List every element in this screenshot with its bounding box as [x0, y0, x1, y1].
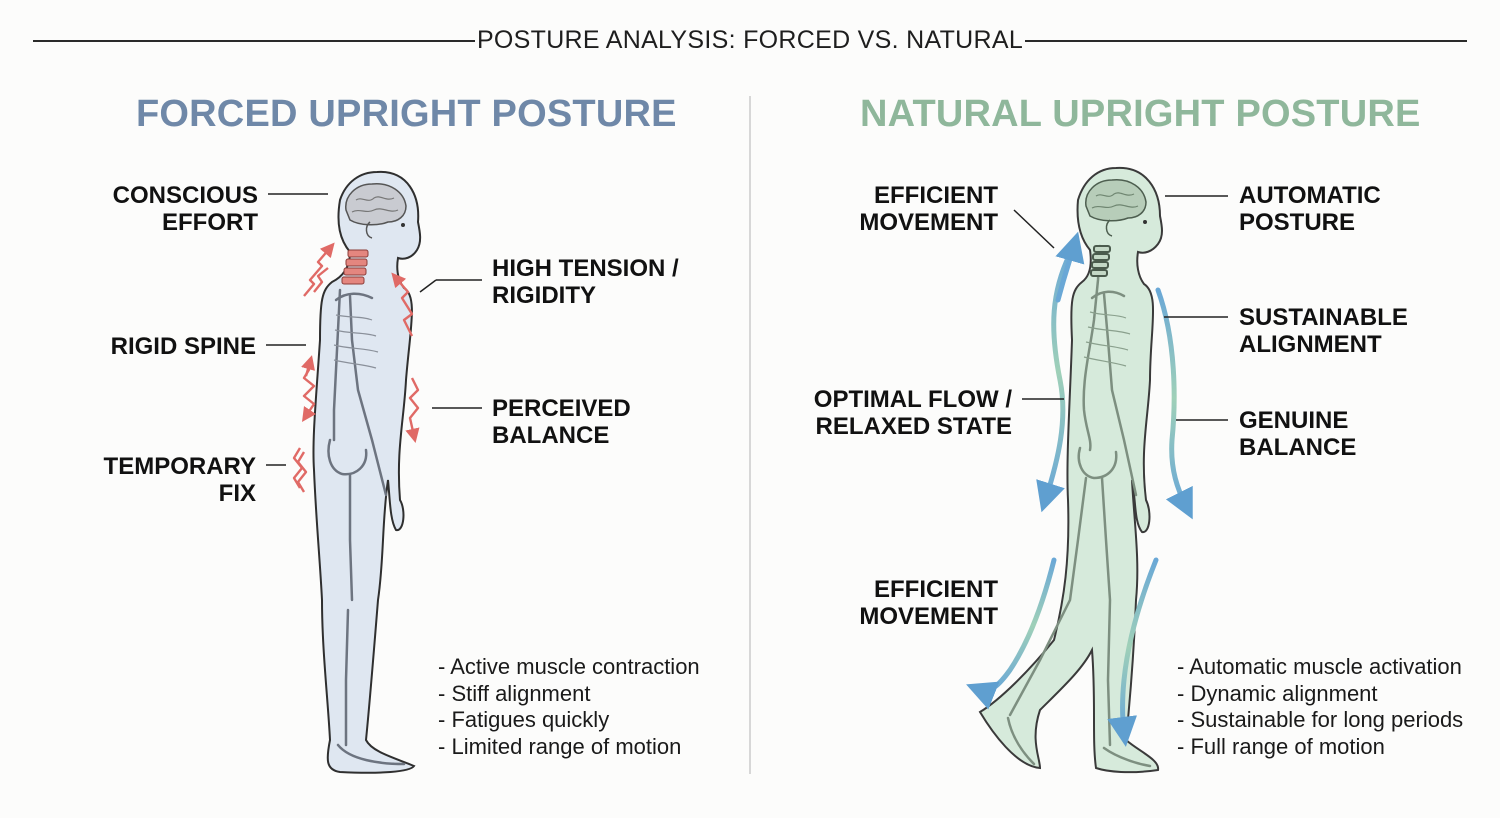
natural-notes-list: Automatic muscle activation Dynamic alig…: [1177, 654, 1463, 760]
list-item: Limited range of motion: [438, 734, 700, 761]
forced-notes-list: Active muscle contraction Stiff alignmen…: [438, 654, 700, 761]
list-item: Dynamic alignment: [1177, 681, 1463, 708]
flow-arrow-back: [1036, 243, 1077, 513]
label-genuine-balance: GENUINE BALANCE: [1239, 407, 1357, 461]
flow-arrow-front: [1155, 287, 1193, 520]
label-conscious-effort: CONSCIOUS EFFORT: [112, 182, 258, 236]
natural-skeleton: [1006, 244, 1152, 768]
forced-ribs: [333, 314, 379, 369]
list-item: Active muscle contraction: [438, 654, 699, 681]
label-high-tension: HIGH TENSION / RIGIDITY: [492, 255, 679, 309]
forced-brain-icon: [345, 183, 407, 226]
page-title: POSTURE ANALYSIS: FORCED VS. NATURAL: [476, 26, 1024, 54]
natural-brain-icon: [1085, 179, 1147, 222]
list-item: Stiff alignment: [438, 681, 700, 708]
natural-ribs: [1083, 311, 1131, 367]
list-item: Automatic muscle activation: [1177, 654, 1463, 681]
list-item: Sustainable for long periods: [1177, 707, 1463, 734]
flow-arrow-leg-front: [1107, 557, 1159, 747]
natural-flow-arrows: [966, 231, 1193, 747]
natural-figure: [966, 166, 1228, 774]
list-item: Fatigues quickly: [438, 707, 700, 734]
flow-arrow-leg-back: [966, 557, 1057, 710]
label-automatic-posture: AUTOMATIC POSTURE: [1239, 182, 1381, 236]
forced-figure: [266, 170, 482, 774]
label-perceived-balance: PERCEIVED BALANCE: [492, 395, 631, 449]
forced-leader-lines: [266, 193, 482, 466]
header-rule-right: [1025, 40, 1467, 42]
flow-arrow-up: [1055, 231, 1085, 303]
forced-cervical-spine: [341, 249, 369, 285]
header-rule-left: [33, 40, 475, 42]
list-item: Full range of motion: [1177, 734, 1463, 761]
label-rigid-spine: RIGID SPINE: [110, 333, 256, 360]
natural-cervical-spine: [1090, 245, 1111, 277]
label-sustainable-alignment: SUSTAINABLE ALIGNMENT: [1239, 304, 1408, 358]
natural-body-silhouette: [978, 166, 1163, 774]
label-efficient-movement-bottom: EFFICIENT MOVEMENT: [859, 576, 998, 630]
natural-leader-lines: [1013, 195, 1228, 421]
forced-skeleton: [327, 288, 406, 766]
label-temporary-fix: TEMPORARY FIX: [103, 453, 256, 507]
forced-panel-title: FORCED UPRIGHT POSTURE: [136, 93, 677, 135]
panel-divider: [749, 96, 751, 774]
forced-tension-markers: [292, 242, 420, 493]
label-efficient-movement-top: EFFICIENT MOVEMENT: [859, 182, 998, 236]
label-optimal-flow: OPTIMAL FLOW / RELAXED STATE: [813, 386, 1012, 440]
natural-panel-title: NATURAL UPRIGHT POSTURE: [860, 93, 1421, 135]
